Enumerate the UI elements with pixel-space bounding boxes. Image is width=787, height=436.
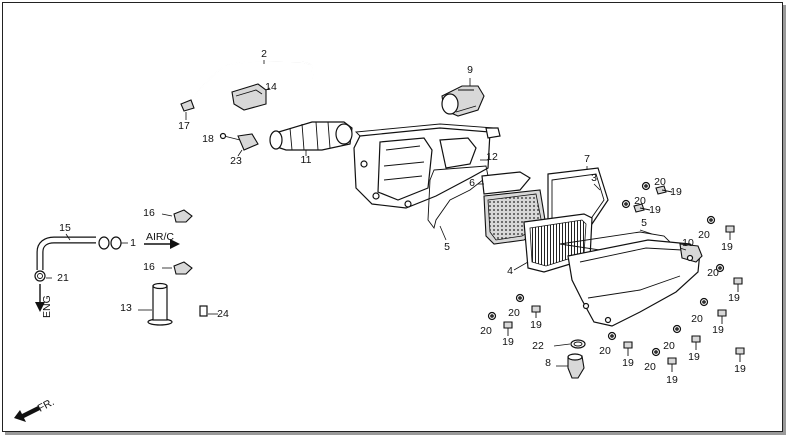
bolt-19	[623, 341, 633, 356]
air-cleaner-case-12	[353, 123, 501, 209]
callout-c-9: 9	[467, 64, 473, 76]
intake-duct-9	[441, 78, 485, 117]
callout-c-20e: 20	[691, 313, 703, 325]
callout-c-13: 13	[120, 302, 132, 314]
callout-c-19j: 19	[530, 319, 542, 331]
washer-20	[715, 263, 725, 273]
clip-16-bottom	[162, 261, 193, 275]
callout-c-17: 17	[178, 120, 190, 132]
callout-c-6: 6	[469, 177, 475, 189]
callout-c-15: 15	[59, 222, 71, 234]
screw-18	[219, 132, 241, 141]
washer-20	[487, 311, 497, 321]
bolt-19	[667, 357, 677, 372]
eng-arrow	[35, 284, 45, 312]
drain-tube-13	[138, 282, 173, 326]
clamp-22	[553, 339, 586, 349]
washer-20	[706, 215, 716, 225]
filter-element-3-7	[547, 166, 609, 227]
callout-c-1: 1	[130, 237, 136, 249]
callout-c-4: 4	[507, 265, 513, 277]
bolt-19	[633, 203, 651, 213]
bolt-19	[735, 347, 745, 362]
bolt-19	[691, 335, 701, 350]
front-arrow	[14, 406, 40, 422]
bolt-19	[655, 185, 673, 195]
callout-c-19d: 19	[728, 292, 740, 304]
callout-c-20b: 20	[634, 195, 646, 207]
drain-plug-8	[556, 353, 585, 379]
clamp-17	[180, 99, 195, 120]
callout-c-19h: 19	[666, 374, 678, 386]
callout-c-20f: 20	[663, 340, 675, 352]
callout-c-20h: 20	[599, 345, 611, 357]
air-cleaner-cover-10	[567, 239, 703, 327]
callout-c-19a: 19	[670, 186, 682, 198]
callout-c-20i: 20	[508, 307, 520, 319]
air-c-arrow	[144, 239, 180, 249]
callout-c-20d: 20	[707, 267, 719, 279]
clip-16-top	[161, 209, 193, 223]
callout-c-14: 14	[265, 81, 277, 93]
hose-15	[36, 233, 96, 270]
seal-5-left	[427, 165, 489, 241]
callout-c-20a: 20	[654, 176, 666, 188]
callout-c-22: 22	[532, 340, 544, 352]
callout-c-16b: 16	[143, 261, 155, 273]
eng-label: ENG	[41, 295, 53, 318]
callout-c-5a: 5	[444, 241, 450, 253]
bolt-19	[733, 277, 743, 292]
washer-20	[515, 293, 525, 303]
breather-hose-2	[187, 60, 314, 105]
callout-c-10: 10	[682, 237, 694, 249]
clamp-21	[34, 270, 52, 282]
callout-c-18: 18	[202, 133, 214, 145]
washer-20	[699, 297, 709, 307]
bolt-19	[717, 309, 727, 324]
callout-c-8: 8	[545, 357, 551, 369]
callout-c-19c: 19	[721, 241, 733, 253]
callout-c-19k: 19	[502, 336, 514, 348]
callout-c-7: 7	[584, 153, 590, 165]
washer-20	[672, 324, 682, 334]
bolt-19	[531, 305, 541, 318]
callout-c-5b: 5	[641, 217, 647, 229]
callout-c-23: 23	[230, 155, 242, 167]
callout-c-21: 21	[57, 272, 69, 284]
callout-c-2: 2	[261, 48, 267, 60]
label-24	[199, 305, 218, 317]
air-c-label: AIR/C	[146, 231, 174, 243]
bolts-and-washers	[487, 181, 745, 372]
front-label: FR.	[36, 396, 57, 415]
callout-c-11: 11	[301, 154, 312, 166]
callout-c-3: 3	[591, 172, 597, 184]
bracket-14	[231, 83, 271, 111]
callout-c-20g: 20	[644, 361, 656, 373]
callout-c-19b: 19	[649, 204, 661, 216]
bolt-19	[503, 321, 513, 336]
clip-23	[237, 133, 259, 157]
callout-c-24: 24	[217, 308, 229, 320]
callout-c-16a: 16	[143, 207, 155, 219]
callout-c-20c: 20	[698, 229, 710, 241]
callout-c-19g: 19	[734, 363, 746, 375]
connector-1	[98, 236, 128, 250]
washer-20	[641, 181, 651, 191]
bolt-19	[725, 225, 735, 240]
callout-c-19e: 19	[712, 324, 724, 336]
element-frame-6	[478, 171, 531, 195]
joint-boot-11	[269, 121, 353, 156]
callout-c-19i: 19	[622, 357, 634, 369]
washer-20	[621, 199, 631, 209]
callout-c-19f: 19	[688, 351, 700, 363]
washer-20	[651, 347, 661, 357]
callout-c-20j: 20	[480, 325, 492, 337]
callout-c-12: 12	[486, 151, 498, 163]
washer-20	[607, 331, 617, 341]
diagram-frame	[2, 2, 783, 432]
